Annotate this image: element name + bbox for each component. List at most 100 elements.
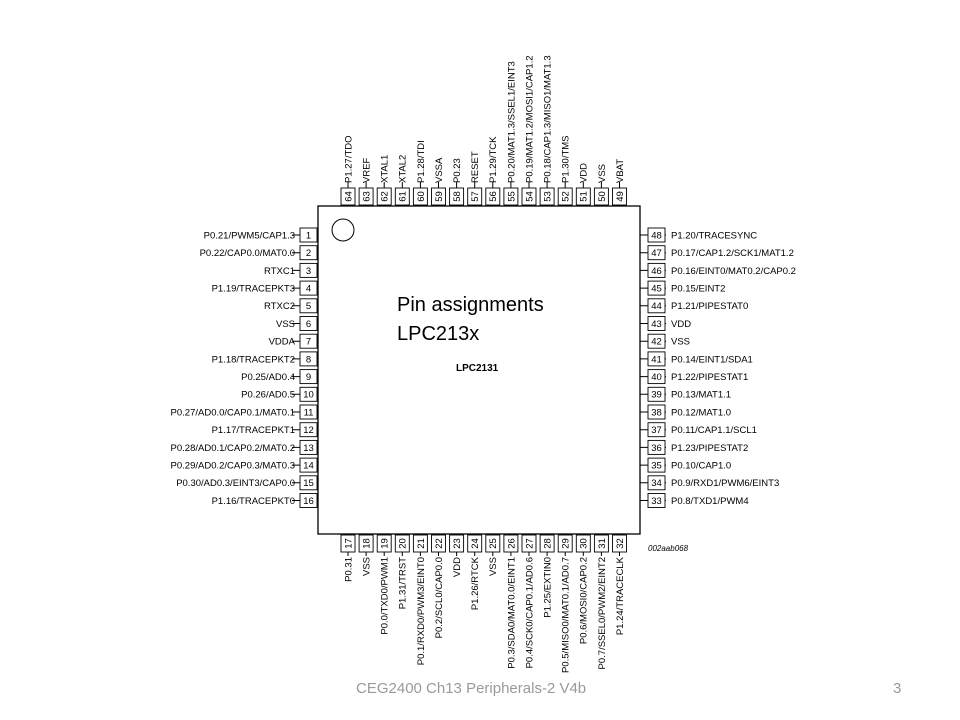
- pin-1-box: [299, 227, 318, 243]
- pin-3-box: [299, 262, 318, 278]
- pin-62-label: XTAL1: [380, 155, 391, 183]
- pin-36-number: 36: [651, 443, 662, 454]
- pin-21-label: P0.1/RXD0/PWM3/EINT0: [416, 557, 427, 665]
- pin-32-label: P1.24/TRACECLK: [615, 556, 626, 635]
- pin-31-label: P0.7/SSEL0/PWM2/EINT2: [597, 557, 608, 669]
- pin-32-number: 32: [615, 538, 626, 549]
- pin-11-box: [299, 404, 318, 420]
- pin-22-number: 22: [434, 538, 445, 549]
- pin-2-number: 2: [306, 248, 311, 259]
- pin-16-number: 16: [303, 496, 314, 507]
- pin-15-number: 15: [303, 478, 314, 489]
- pin-43-label: VDD: [671, 319, 691, 330]
- pin-55-label: P0.20/MAT1.3/SSEL1/EINT3: [506, 61, 517, 183]
- pin-17-box: [340, 534, 356, 553]
- pin-60-label: P1.28/TDI: [416, 140, 427, 183]
- pin-23-label: VDD: [452, 557, 463, 577]
- pin-2-box: [299, 245, 318, 261]
- pin-63-box: [358, 187, 374, 206]
- pin-13-box: [299, 439, 318, 455]
- pin-53-box: [539, 187, 555, 206]
- pin-10-number: 10: [303, 390, 314, 401]
- pin-61-number: 61: [398, 191, 409, 202]
- pin-27-number: 27: [524, 538, 535, 549]
- pin-49-number: 49: [615, 191, 626, 202]
- pin-16-box: [299, 493, 318, 508]
- pin-51-number: 51: [579, 191, 590, 202]
- pin-54-label: P0.19/MAT1.2/MOSI1/CAP1.2: [524, 55, 535, 183]
- pin-11-label: P0.27/AD0.0/CAP0.1/MAT0.1: [171, 407, 295, 418]
- pin-50-label: VSS: [597, 164, 608, 183]
- pin-18-label: VSS: [362, 557, 373, 576]
- pin-60-number: 60: [416, 191, 427, 202]
- pin-63-label: VREF: [362, 157, 373, 183]
- pin-39-number: 39: [651, 390, 662, 401]
- pin-4-box: [299, 280, 318, 296]
- pin-27-label: P0.4/SCK0/CAP0.1/AD0.6: [524, 557, 535, 668]
- pin-41-box: [647, 351, 666, 367]
- pin-20-label: P1.31/TRST: [398, 557, 409, 609]
- pin-48-label: P1.20/TRACESYNC: [671, 230, 757, 241]
- pin-15-label: P0.30/AD0.3/EINT3/CAP0.0: [176, 478, 295, 489]
- pin-25-box: [485, 534, 501, 553]
- pin-54-number: 54: [524, 191, 535, 202]
- pin-59-label: VSSA: [434, 157, 445, 183]
- pin-54-box: [521, 187, 537, 206]
- pin-63-number: 63: [362, 191, 373, 202]
- pin-9-box: [299, 369, 318, 385]
- pin-64-label: P1.27/TDO: [343, 135, 354, 183]
- pin-29-number: 29: [561, 538, 572, 549]
- pin-37-box: [647, 422, 666, 438]
- pin-21-box: [412, 534, 428, 553]
- pin-50-number: 50: [597, 191, 608, 202]
- pin-64-number: 64: [343, 191, 354, 202]
- pin-32-box: [612, 534, 627, 553]
- pin-3-label: RTXC1: [264, 266, 295, 277]
- pin-40-label: P1.22/PIPESTAT1: [671, 372, 748, 383]
- pin-47-label: P0.17/CAP1.2/SCK1/MAT1.2: [671, 248, 794, 259]
- pin-40-box: [647, 369, 666, 385]
- pin-4-label: P1.19/TRACEPKT3: [212, 284, 295, 295]
- pin-58-box: [449, 187, 465, 206]
- pin-45-box: [647, 280, 666, 296]
- pin-24-box: [467, 534, 483, 553]
- pin-39-label: P0.13/MAT1.1: [671, 390, 731, 401]
- pin-52-number: 52: [561, 191, 572, 202]
- pin-14-label: P0.29/AD0.2/CAP0.3/MAT0.3: [171, 461, 295, 472]
- pin-20-number: 20: [398, 538, 409, 549]
- pin-41-number: 41: [651, 354, 662, 365]
- pin-12-box: [299, 422, 318, 438]
- pin-39-box: [647, 386, 666, 402]
- chip-name: LPC2131: [456, 363, 499, 374]
- pin-33-box: [647, 493, 666, 508]
- pin-35-label: P0.10/CAP1.0: [671, 461, 731, 472]
- pin-46-label: P0.16/EINT0/MAT0.2/CAP0.2: [671, 266, 796, 277]
- pin-27-box: [521, 534, 537, 553]
- pin-36-box: [647, 439, 666, 455]
- pin-19-number: 19: [380, 538, 391, 549]
- pin-64-box: [340, 187, 356, 206]
- pin-57-box: [467, 187, 483, 206]
- pin-60-box: [412, 187, 428, 206]
- pin-17-label: P0.31: [343, 557, 354, 582]
- pin-48-box: [647, 227, 666, 243]
- pin-47-number: 47: [651, 248, 662, 259]
- pin-36-label: P1.23/PIPESTAT2: [671, 443, 748, 454]
- pin-45-label: P0.15/EINT2: [671, 284, 725, 295]
- pin-43-box: [647, 316, 666, 331]
- pin1-marker: [331, 218, 355, 242]
- pin-16-label: P1.16/TRACEPKT0: [212, 496, 295, 507]
- pin-58-number: 58: [452, 191, 463, 202]
- pin-22-label: P0.2/SCL0/CAP0.0: [434, 557, 445, 638]
- pin-59-box: [431, 187, 446, 206]
- pin-61-box: [394, 187, 410, 206]
- pin-47-box: [647, 245, 666, 261]
- pin-55-box: [503, 187, 519, 206]
- pin-13-label: P0.28/AD0.1/CAP0.2/MAT0.2: [171, 443, 295, 454]
- heading-line1: Pin assignments: [397, 294, 544, 316]
- pin-58-label: P0.23: [452, 158, 463, 183]
- pin-45-number: 45: [651, 284, 662, 295]
- pin-25-label: VSS: [488, 557, 499, 576]
- pin-12-label: P1.17/TRACEPKT1: [212, 425, 295, 436]
- pin-20-box: [394, 534, 410, 553]
